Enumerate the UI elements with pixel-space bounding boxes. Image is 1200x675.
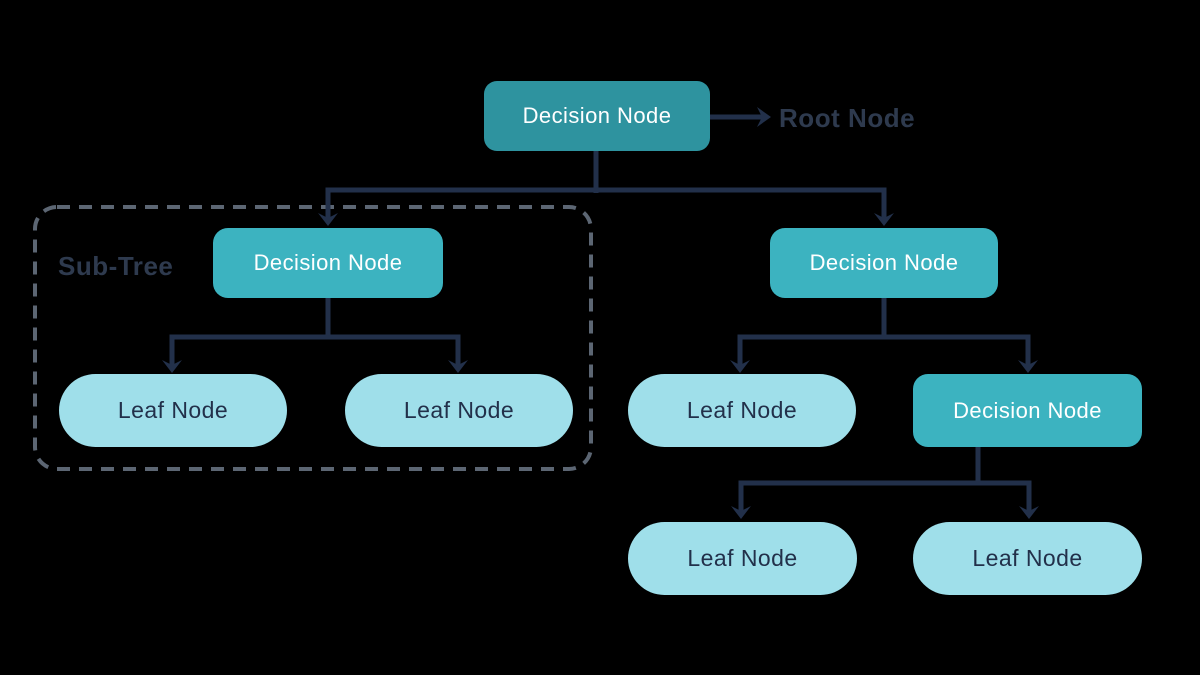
subtree-label: Sub-Tree [58, 251, 174, 281]
subtree-leaf-node-1: Leaf Node [59, 374, 287, 447]
subtree-boundary [33, 205, 593, 471]
lower-decision-node: Decision Node [913, 374, 1142, 447]
arrowhead-down-icon [448, 360, 468, 373]
bottom-leaf-node-1: Leaf Node [628, 522, 857, 595]
right-leaf-node: Leaf Node [628, 374, 856, 447]
bottom-leaf-node-2: Leaf Node [913, 522, 1142, 595]
level1-branch-line [325, 187, 887, 220]
arrowhead-down-icon [874, 213, 894, 226]
arrowhead-down-icon [731, 506, 751, 519]
right-branch-line [737, 334, 1031, 367]
arrowhead-right-icon [757, 107, 771, 127]
arrowhead-down-icon [1019, 506, 1039, 519]
left-branch-line [169, 334, 461, 367]
root-node-annotation: Root Node [779, 103, 916, 133]
bottom-branch-line [738, 480, 1032, 513]
root-decision-node: Decision Node [484, 81, 710, 151]
right-decision-node: Decision Node [770, 228, 998, 298]
arrowhead-down-icon [1018, 360, 1038, 373]
arrowhead-down-icon [318, 213, 338, 226]
subtree-decision-node: Decision Node [213, 228, 443, 298]
arrowhead-down-icon [730, 360, 750, 373]
subtree-leaf-node-2: Leaf Node [345, 374, 573, 447]
arrowhead-down-icon [162, 360, 182, 373]
